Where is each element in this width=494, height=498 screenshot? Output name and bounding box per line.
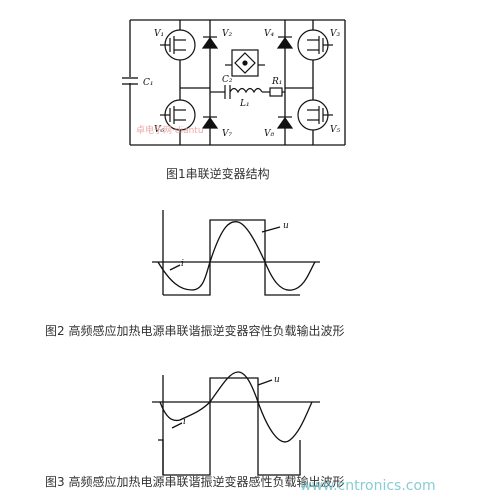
label-c2: C₂ (222, 75, 233, 85)
label-v2: V₂ (222, 29, 232, 39)
fig3-caption: 图3 高频感应加热电源串联谐振逆变器感性负载输出波形 (45, 475, 345, 489)
fig3-label-u: u (274, 375, 280, 385)
cntronics-watermark: www.cntronics.com (300, 478, 436, 494)
label-v4: V₄ (264, 29, 274, 39)
fig2-label-u: u (283, 221, 289, 231)
label-v7: V₇ (222, 129, 232, 139)
label-v6: V₆ (154, 125, 164, 135)
label-v8: V₈ (264, 129, 274, 139)
label-r1: R₁ (271, 77, 282, 87)
fig2-caption: 图2 高频感应加热电源串联谐振逆变器容性负载输出波形 (45, 324, 345, 338)
label-v3: V₃ (330, 29, 340, 39)
label-v1: V₁ (154, 29, 164, 39)
fig1-caption: 图1串联逆变器结构 (166, 167, 270, 181)
fig3-label-i: i (183, 417, 186, 427)
label-v5: V₅ (330, 125, 340, 135)
label-c1: C₁ (143, 78, 154, 88)
fig2-label-i: i (181, 259, 184, 269)
diantu-watermark: 卓电子网·diantu (136, 126, 204, 136)
label-l1: L₁ (239, 99, 250, 109)
